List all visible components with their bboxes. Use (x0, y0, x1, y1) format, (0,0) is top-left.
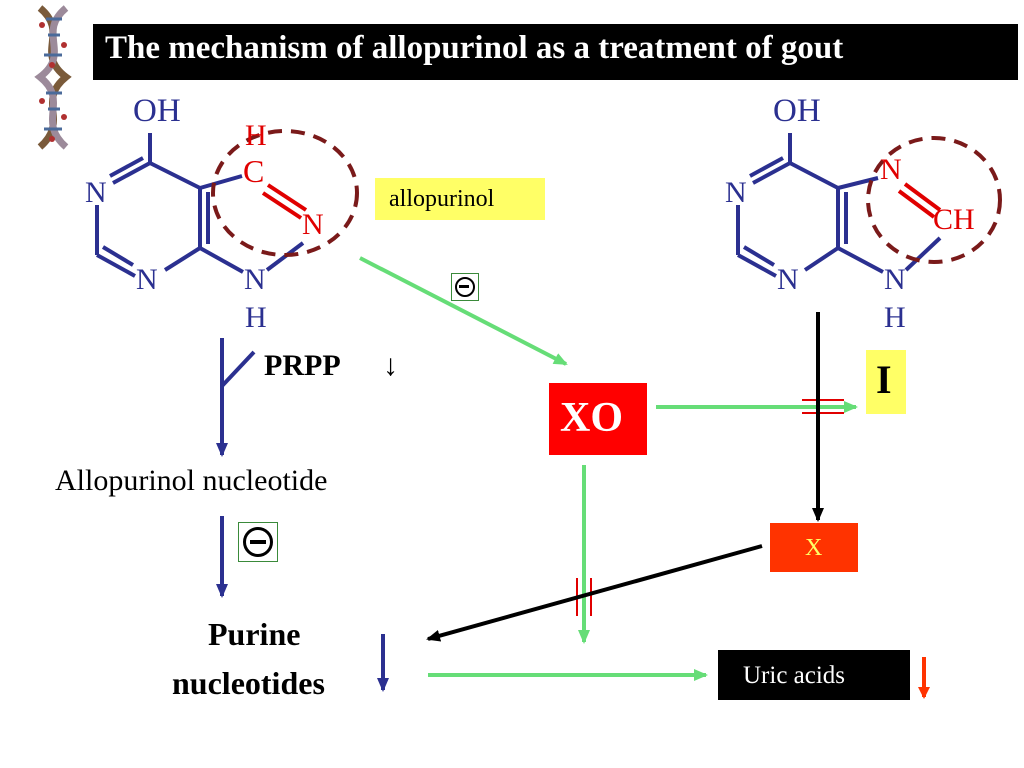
allopurinol-to-xo-arrow (359, 256, 568, 366)
uric-acids-box (718, 650, 910, 700)
allopurinol-label-box (375, 178, 545, 220)
inhibition-icon-xo (451, 273, 479, 301)
prpp-branch (220, 350, 256, 388)
block-mark-horizontal (802, 399, 844, 414)
left-oh-label: OH (133, 93, 181, 129)
right-molecule-bonds (736, 133, 942, 278)
prpp-decrease-arrow: ↓ (383, 349, 398, 382)
right-dashed-circle (866, 136, 1002, 264)
x-label: X (805, 535, 823, 561)
right-nh-h: H (884, 301, 906, 334)
purine-nucleotides-line1: Purine (208, 616, 301, 652)
right-n-bottom: N (777, 263, 799, 296)
allopurinol-label: allopurinol (389, 186, 495, 212)
left-nh-h: H (245, 301, 267, 334)
right-n-top: N (725, 176, 747, 209)
right-oh-label: OH (773, 93, 821, 129)
left-n-top: N (85, 176, 107, 209)
x-to-purine-arrow (426, 544, 763, 642)
right-ch-red: CH (933, 203, 975, 236)
x-box (770, 523, 858, 572)
inhibition-icon-nucleotide (238, 522, 278, 562)
left-h-red: H (245, 119, 267, 152)
xo-label: XO (560, 395, 623, 441)
purine-nucleotides-line2: nucleotides (172, 665, 325, 701)
left-n-red: N (302, 208, 324, 241)
title-bar (93, 24, 1018, 80)
right-molecule-red-bonds (897, 182, 942, 219)
left-n-bottom: N (136, 263, 158, 296)
left-dashed-circle (211, 129, 359, 257)
i-label: I (876, 357, 892, 402)
allopurinol-nucleotide-label: Allopurinol nucleotide (55, 464, 328, 497)
right-n-red: N (880, 153, 902, 186)
left-nh-n: N (244, 263, 266, 296)
dna-helix-logo (34, 5, 72, 150)
xo-box (549, 383, 647, 455)
uric-acids-label: Uric acids (743, 662, 846, 689)
left-c-red: C (243, 153, 265, 189)
slide-title: The mechanism of allopurinol as a treatm… (105, 30, 844, 66)
i-label-box (866, 350, 906, 414)
right-nh-n: N (884, 263, 906, 296)
prpp-label: PRPP (264, 349, 341, 382)
left-molecule-red-bonds (261, 183, 308, 220)
